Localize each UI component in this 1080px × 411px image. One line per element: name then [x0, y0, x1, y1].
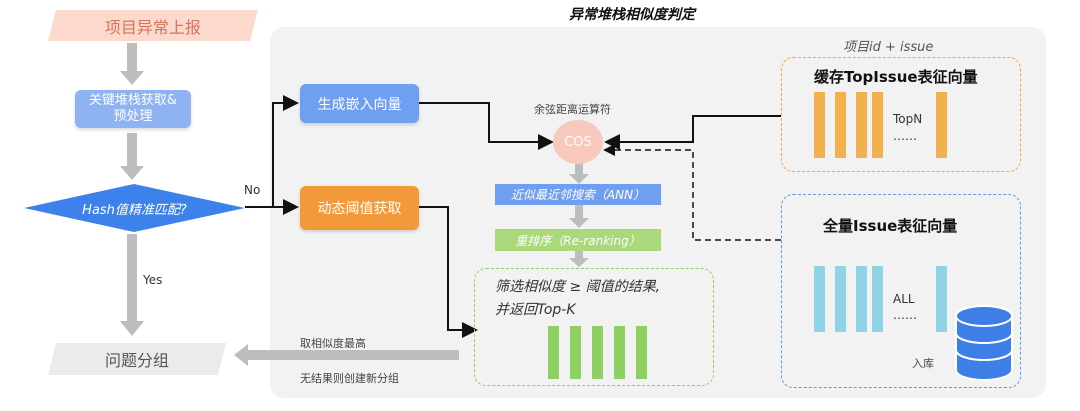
preprocess-step: 关键堆栈获取& 预处理 [75, 90, 191, 128]
all-title: 全量Issue表征向量 [823, 217, 958, 235]
diagram-title: 异常堆栈相似度判定 [569, 7, 695, 23]
result-bar [548, 326, 559, 379]
cache-dots: …… [893, 129, 917, 143]
cache-topn-label: TopN [893, 112, 923, 126]
cos-caption: 余弦距离运算符 [534, 103, 611, 116]
all-dots: …… [893, 308, 917, 322]
result-bar [592, 326, 603, 379]
all-label: ALL [893, 292, 915, 306]
embed-node: 生成嵌入向量 [300, 84, 419, 123]
result-bar [570, 326, 581, 379]
all-bar [936, 266, 947, 332]
embed-label: 生成嵌入向量 [317, 96, 402, 113]
yes-label: Yes [143, 273, 163, 287]
rerank-label: 重排序（Re-ranking） [515, 233, 641, 248]
cache-bar [814, 92, 825, 158]
result-bar [636, 326, 647, 379]
result-label-top: 取相似度最高 [300, 337, 366, 350]
key-label: 项目id + issue [843, 40, 934, 55]
no-label: No [244, 183, 261, 197]
ann-label: 近似最近邻搜索（ANN） [510, 188, 646, 202]
preprocess-line2: 预处理 [113, 109, 153, 124]
threshold-node: 动态阈值获取 [300, 186, 419, 230]
all-bar [814, 266, 825, 332]
threshold-label: 动态阈值获取 [317, 201, 402, 217]
group-step: 问题分组 [48, 343, 226, 375]
cos-node: COS [553, 120, 603, 164]
group-label: 问题分组 [104, 351, 169, 370]
report-label: 项目异常上报 [104, 17, 201, 37]
db-label: 入库 [912, 357, 934, 370]
cache-bar [835, 92, 846, 158]
all-group [781, 194, 1021, 388]
filter-line1: 筛选相似度 ≥ 阈值的结果, [495, 279, 661, 295]
report-step: 项目异常上报 [48, 10, 258, 41]
cache-group [781, 57, 1021, 172]
all-bar [835, 266, 846, 332]
filter-group [474, 268, 714, 386]
all-bar [872, 266, 883, 332]
result-bar [614, 326, 625, 379]
grey-flow-arrows [120, 43, 589, 366]
preprocess-line1: 关键堆栈获取& [88, 93, 178, 108]
all-bar [856, 266, 867, 332]
decision-label: Hash值精准匹配? [82, 202, 187, 218]
result-label-bottom: 无结果则创建新分组 [300, 372, 399, 385]
cos-label: COS [564, 134, 592, 150]
cache-bar [856, 92, 867, 158]
ann-node: 近似最近邻搜索（ANN） [495, 184, 661, 205]
rerank-node: 重排序（Re-ranking） [495, 229, 661, 251]
cache-bar [872, 92, 883, 158]
filter-line2: 并返回Top-K [495, 302, 576, 318]
cache-title: 缓存TopIssue表征向量 [814, 68, 978, 86]
cache-bar [936, 92, 947, 158]
